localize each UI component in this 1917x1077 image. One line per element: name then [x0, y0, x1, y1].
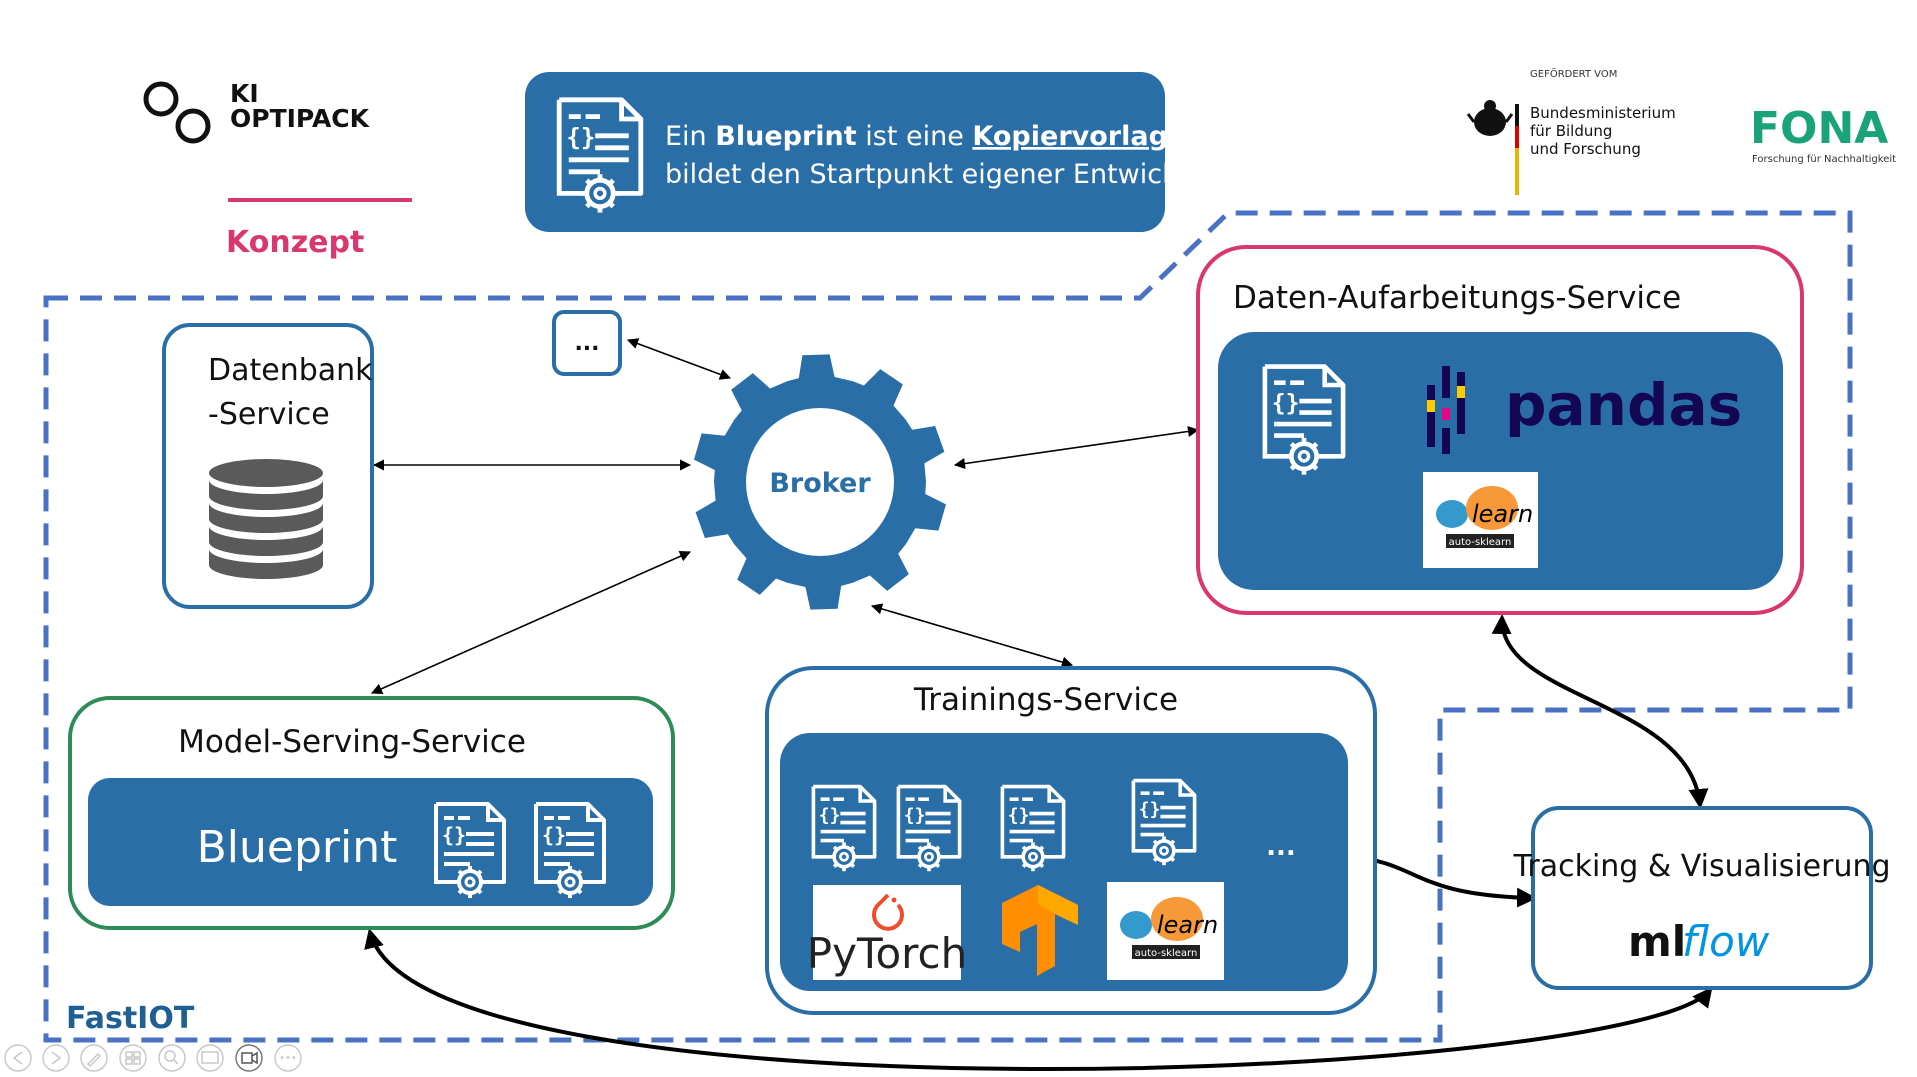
sklearn-sub-text: auto-sklearn [1449, 537, 1512, 548]
ellipsis-label: ... [574, 331, 599, 356]
more-icon: ••• [279, 1053, 297, 1064]
info-text-b: ist eine [857, 121, 973, 152]
arrow-left-icon [12, 1051, 23, 1065]
bmbf-logo: GEFÖRDERT VOM Bundesministerium für Bild… [1466, 67, 1676, 195]
training-service: Trainings-Service ... PyTorch learn auto… [765, 666, 1377, 1015]
fastiot-label: FastIOT [66, 1001, 195, 1036]
sklearn-learn-text: learn [1157, 911, 1218, 939]
auto-sklearn-logo: learn auto-sklearn [1423, 472, 1538, 568]
subtitles-icon [201, 1051, 219, 1064]
info-text-a: Ein [665, 121, 715, 152]
blueprint-label: Blueprint [197, 822, 398, 873]
tracking-service: Tracking & Visualisierung ml flow [1512, 806, 1891, 990]
training-title: Trainings-Service [913, 682, 1178, 718]
more-options-button[interactable]: ••• [274, 1044, 302, 1072]
database-icon [209, 459, 323, 579]
fona-logo-text: FONA [1750, 103, 1888, 154]
ministry-line-3: und Forschung [1530, 140, 1641, 158]
connectors [370, 338, 1200, 695]
arrow-broker-dataprep [953, 425, 1200, 470]
ki-optipack-logo: KI OPTIPACK [143, 79, 371, 144]
arrow-right-icon [51, 1051, 62, 1065]
pen-icon [86, 1052, 102, 1068]
subtitles-button[interactable] [196, 1044, 224, 1072]
data-prep-title: Daten-Aufarbeitungs-Service [1233, 280, 1681, 316]
info-box-line-2: bildet den Startpunkt eigener Entwicklun… [665, 159, 1237, 190]
logo-line-1: KI [230, 79, 259, 108]
ministry-line-2: für Bildung [1530, 122, 1612, 140]
zoom-button[interactable] [158, 1044, 186, 1072]
info-bold-kopiervorlage: Kopiervorlage [972, 121, 1186, 152]
previous-slide-button[interactable] [4, 1044, 32, 1072]
pandas-logo: pandas [1427, 366, 1742, 454]
magnifier-icon [164, 1050, 176, 1062]
funding-note: GEFÖRDERT VOM [1530, 67, 1617, 80]
arrow-ellipsis-broker [626, 338, 732, 380]
logo-line-2: OPTIPACK [230, 104, 371, 133]
mlflow-ml: ml [1628, 917, 1686, 966]
pandas-wordmark: pandas [1505, 371, 1742, 439]
tensorflow-icon [1002, 885, 1078, 976]
pen-tool-button[interactable] [80, 1044, 108, 1072]
next-slide-button[interactable] [42, 1044, 70, 1072]
arrow-broker-training [870, 603, 1074, 668]
mlflow-logo: ml flow [1628, 917, 1770, 966]
broker: Broker [694, 354, 946, 610]
section-title: Konzept [226, 225, 364, 260]
auto-sklearn-logo: learn auto-sklearn [1107, 882, 1224, 980]
grid-icon [125, 1051, 133, 1058]
tracking-title: Tracking & Visualisierung [1512, 849, 1890, 884]
ellipsis-service: ... [552, 310, 622, 376]
camera-button[interactable] [235, 1044, 263, 1072]
info-box-line-1: Ein Blueprint ist eine Kopiervorlage und [665, 121, 1246, 152]
camera-icon [241, 1052, 253, 1064]
fona-logo: FONA Forschung für Nachhaltigkeit [1750, 103, 1896, 165]
info-box: Ein Blueprint ist eine Kopiervorlage und… [525, 72, 1246, 232]
fona-subtitle: Forschung für Nachhaltigkeit [1752, 154, 1896, 165]
broker-label: Broker [769, 468, 871, 499]
training-more-label: ... [1266, 832, 1296, 862]
info-text-c: und [1186, 121, 1246, 152]
model-serving-title: Model-Serving-Service [178, 724, 526, 760]
mlflow-flow: flow [1682, 917, 1770, 966]
slideshow-toolbar: ••• [4, 1044, 302, 1072]
database-title-line-1: Datenbank [208, 353, 373, 388]
info-bold-blueprint: Blueprint [715, 121, 856, 152]
arrow-serving-tracking [364, 928, 1713, 1071]
arrow-broker-serving [370, 550, 692, 695]
ministry-line-1: Bundesministerium [1530, 104, 1676, 122]
model-serving-service: Model-Serving-Service Blueprint [68, 696, 675, 930]
sklearn-learn-text: learn [1472, 500, 1533, 528]
sklearn-sub-text: auto-sklearn [1135, 948, 1198, 959]
database-title-line-2: -Service [208, 397, 330, 432]
data-prep-service: Daten-Aufarbeitungs-Service pandas learn… [1196, 245, 1804, 615]
pytorch-wordmark: PyTorch [807, 929, 967, 978]
fastiot-frame [43, 210, 1853, 1043]
see-all-slides-button[interactable] [119, 1044, 147, 1072]
eagle-icon [1466, 100, 1514, 136]
database-service: Datenbank -Service [162, 323, 374, 609]
pytorch-logo: PyTorch [807, 885, 967, 980]
arrow-dataprep-tracking [1491, 614, 1709, 809]
